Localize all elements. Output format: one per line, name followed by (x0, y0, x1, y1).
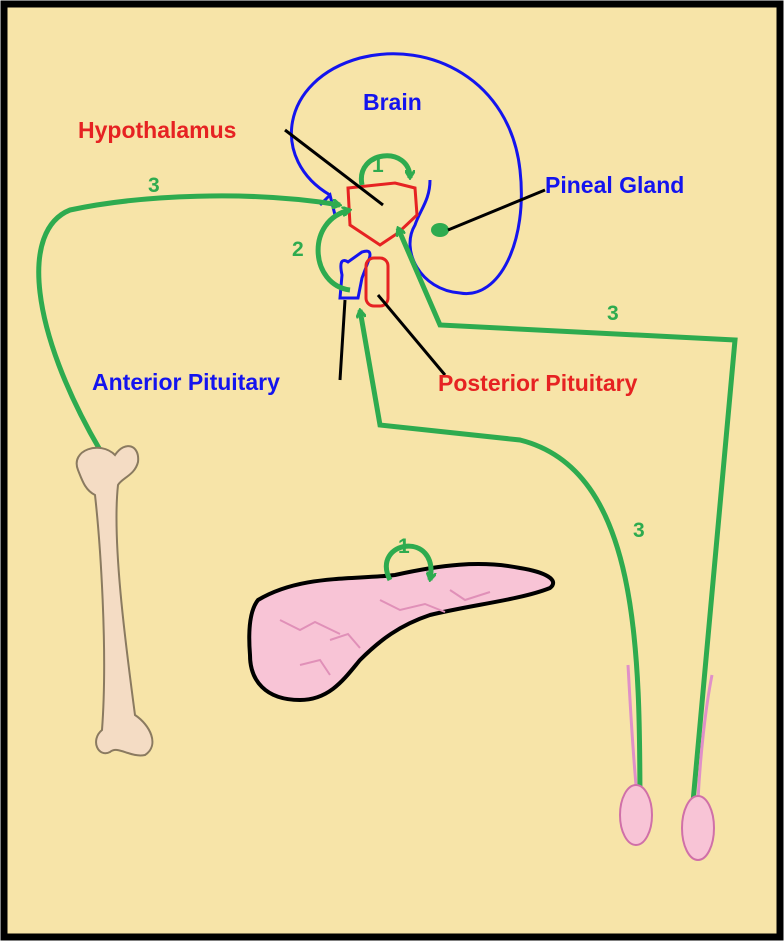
right-upper-path-number: 3 (607, 302, 619, 325)
anterior-pituitary-label: Anterior Pituitary (92, 369, 280, 395)
bone-path-number: 3 (148, 174, 160, 197)
hypothalamus-label: Hypothalamus (78, 117, 236, 143)
brain-label: Brain (363, 89, 422, 115)
posterior-pituitary-label: Posterior Pituitary (438, 370, 638, 396)
pineal-gland-label: Pineal Gland (545, 172, 684, 198)
pancreas-loop-number: 1 (398, 535, 410, 558)
pituitary-loop-number: 2 (292, 238, 304, 261)
pineal-gland-shape (431, 223, 449, 237)
hypothalamus-loop-number: 1 (372, 154, 384, 177)
right-lower-path-number: 3 (633, 519, 645, 542)
